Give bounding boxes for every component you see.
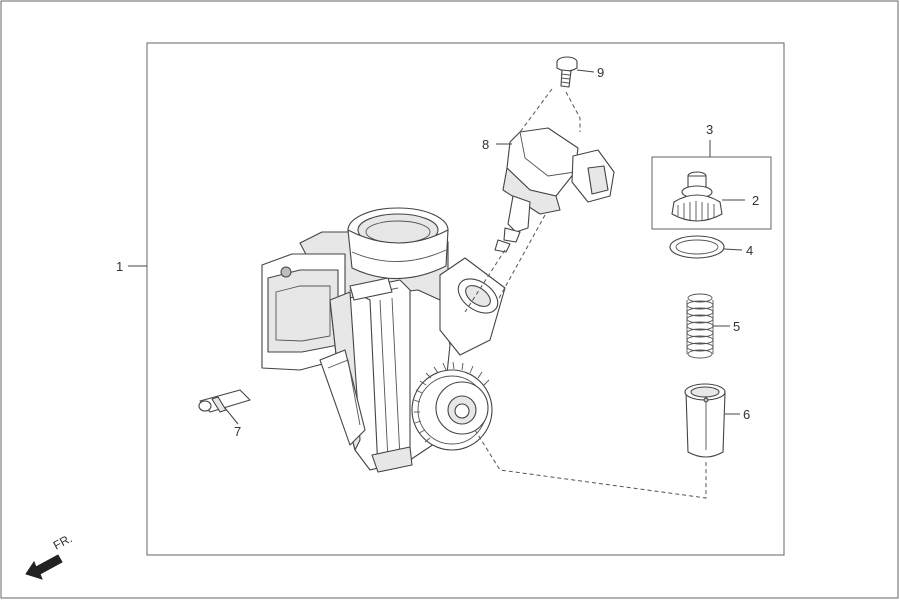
callout-9: 9 <box>597 65 604 80</box>
sensor-guide-right <box>565 91 581 132</box>
sensor-guide-lower-right <box>497 214 546 301</box>
callout-7: 7 <box>234 424 241 439</box>
front-arrow-icon <box>25 554 63 580</box>
callout-2: 2 <box>752 193 759 208</box>
spring <box>686 293 714 359</box>
knob-to-plunger-guide <box>474 429 707 499</box>
screw <box>556 56 578 88</box>
front-label: FR. <box>51 531 75 552</box>
leader-7 <box>224 407 239 425</box>
callout-8: 8 <box>482 137 489 152</box>
callout-5: 5 <box>733 319 740 334</box>
throttle-body <box>261 207 506 473</box>
sensor-guide-lower <box>464 249 506 313</box>
leader-4 <box>723 248 743 251</box>
idle-screw-kit-box <box>651 156 772 230</box>
callout-6: 6 <box>743 407 750 422</box>
callout-3: 3 <box>706 122 713 137</box>
throttle-position-sensor <box>494 127 615 253</box>
callout-1: 1 <box>116 259 123 274</box>
screw-to-sensor-guide <box>519 88 553 133</box>
front-direction-indicator: FR. <box>25 531 75 580</box>
pin <box>198 389 251 413</box>
assembly-frame <box>146 42 785 556</box>
idle-adjust-screw <box>671 171 723 222</box>
o-ring <box>669 235 725 259</box>
leader-9 <box>576 69 595 73</box>
plunger-sleeve <box>684 383 726 458</box>
callout-4: 4 <box>746 243 753 258</box>
